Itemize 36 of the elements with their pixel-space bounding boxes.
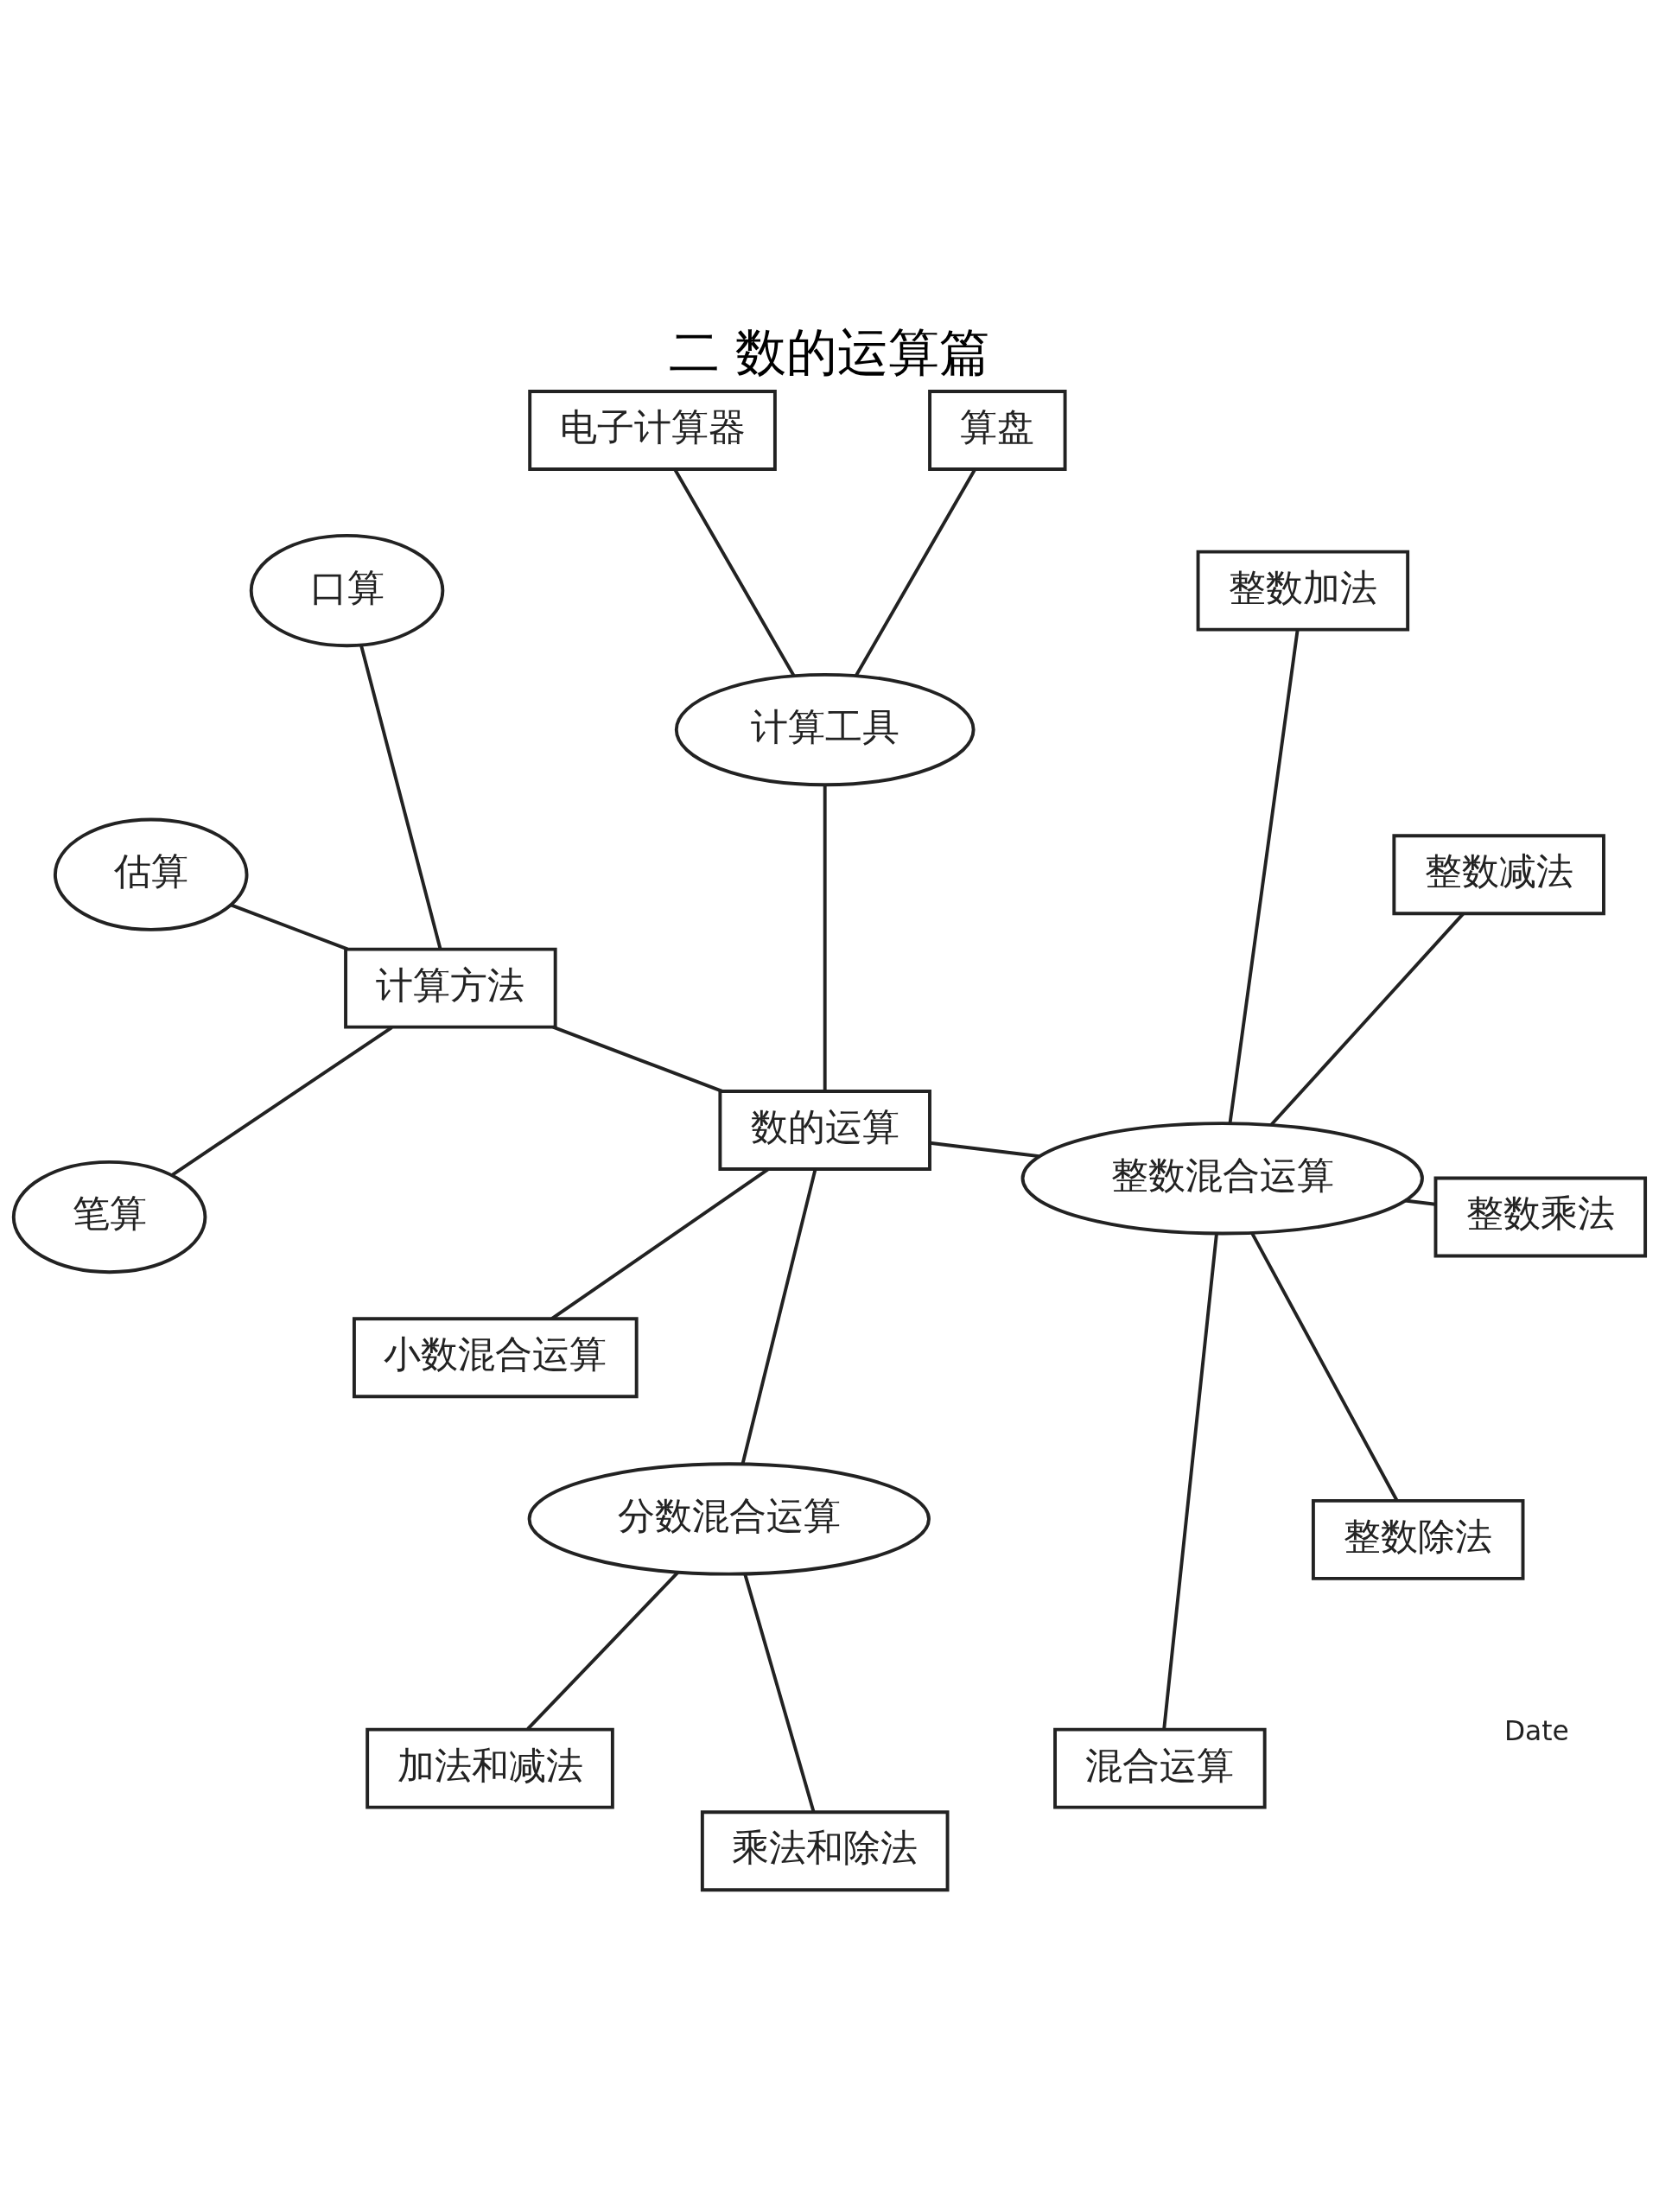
connector — [673, 468, 796, 677]
node-box: 电子计算器 — [528, 390, 777, 471]
node-box: 整数除法 — [1311, 1498, 1525, 1580]
node-box: 整数减法 — [1392, 834, 1605, 916]
connector — [552, 1025, 723, 1093]
connector — [526, 1571, 679, 1731]
node-ellipse: 口算 — [249, 533, 445, 648]
connector — [230, 903, 348, 951]
connector — [929, 1141, 1039, 1159]
connector — [741, 1169, 817, 1465]
node-box: 算盘 — [928, 390, 1067, 471]
node-ellipse: 分数混合运算 — [527, 1462, 931, 1576]
node-ellipse: 整数混合运算 — [1020, 1122, 1424, 1236]
node-box: 小数混合运算 — [352, 1317, 639, 1399]
connector — [823, 785, 827, 1091]
node-ellipse: 笔算 — [11, 1160, 207, 1274]
connector — [1250, 1232, 1399, 1502]
node-box: 乘法和除法 — [700, 1810, 950, 1892]
node-ellipse: 计算工具 — [674, 672, 976, 787]
diagram-title: 二 数的运算篇 — [668, 322, 991, 382]
connector — [1269, 912, 1465, 1127]
node-box: 整数加法 — [1196, 550, 1410, 632]
node-ellipse: 估算 — [53, 817, 249, 931]
label: Date — [1504, 1714, 1569, 1746]
node-box: 加法和减法 — [365, 1727, 614, 1809]
connector — [359, 645, 442, 950]
node-box: 混合运算 — [1053, 1727, 1267, 1809]
connector — [170, 1026, 393, 1177]
node-box: 数的运算 — [718, 1090, 931, 1171]
connector — [1162, 1233, 1218, 1730]
node-box: 整数乘法 — [1433, 1176, 1648, 1258]
node-box: 计算方法 — [344, 947, 557, 1029]
connector — [1404, 1198, 1436, 1206]
connector — [1228, 630, 1300, 1124]
connector — [743, 1573, 816, 1813]
connector — [855, 468, 976, 677]
